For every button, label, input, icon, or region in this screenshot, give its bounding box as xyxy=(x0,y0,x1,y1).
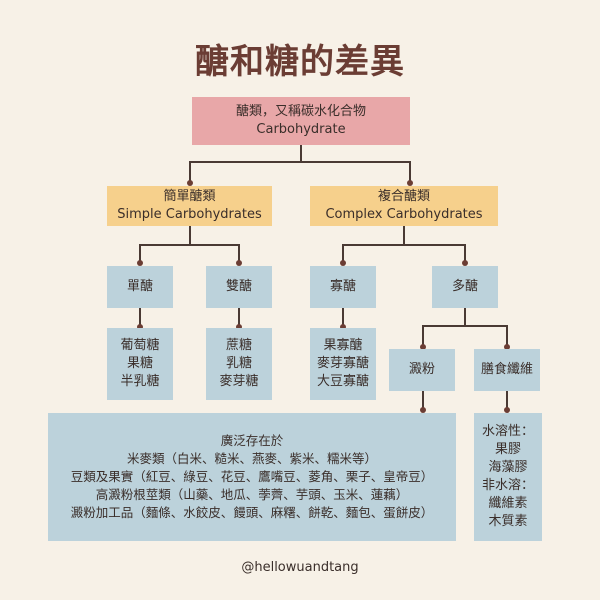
starch-detail-line: 澱粉加工品（麵條、水餃皮、饅頭、麻糬、餅乾、麵包、蛋餅皮） xyxy=(70,505,434,520)
starch-label: 澱粉 xyxy=(408,362,435,377)
fiber-detail-line: 纖維素 xyxy=(488,496,528,511)
complex-label-en: Complex Carbohydrates xyxy=(325,207,483,222)
connector-dot xyxy=(504,407,510,413)
connector-dot xyxy=(420,344,426,350)
connector xyxy=(238,244,240,263)
root-label-en: Carbohydrate xyxy=(256,122,346,137)
starch-detail-line: 高澱粉根莖類（山藥、地瓜、荸薺、芋頭、玉米、蓮藕） xyxy=(95,487,409,502)
connector-dot xyxy=(137,324,143,330)
list-item: 果寡醣 xyxy=(323,338,363,353)
list-item: 麥芽寡醣 xyxy=(316,356,369,371)
starch-detail-line: 豆類及果實（紅豆、綠豆、花豆、鷹嘴豆、菱角、栗子、皇帝豆） xyxy=(70,469,434,484)
page-title: 醣和糖的差異 xyxy=(195,42,405,82)
mono-label: 單醣 xyxy=(126,279,153,294)
connector xyxy=(189,161,191,183)
starch-detail-line: 廣泛存在於 xyxy=(220,433,284,448)
connector xyxy=(506,325,508,347)
list-item: 蔗糖 xyxy=(225,338,252,353)
fiber-detail-line: 海藻膠 xyxy=(488,460,528,475)
footer-handle: @hellowuandtang xyxy=(241,560,359,575)
root-label-zh: 醣類，又稱碳水化合物 xyxy=(235,104,366,119)
connector-dot xyxy=(407,180,413,186)
connector-dot xyxy=(420,407,426,413)
connector-dot xyxy=(236,324,242,330)
fiber-detail-line: 果膠 xyxy=(494,442,521,457)
simple-label-zh: 簡單醣類 xyxy=(163,189,216,204)
connector xyxy=(342,244,466,246)
polysaccharide-node: 多醣 xyxy=(432,266,498,308)
list-item: 乳糖 xyxy=(225,356,252,371)
starch-node: 澱粉 xyxy=(389,349,455,391)
connector xyxy=(506,391,508,410)
dietary-fiber-node: 膳食纖維 xyxy=(474,349,540,391)
fiber-detail-line: 水溶性： xyxy=(481,424,534,439)
connector xyxy=(342,308,344,327)
fiber-detail-line: 木質素 xyxy=(488,514,528,529)
connector-dot xyxy=(504,344,510,350)
connector xyxy=(139,244,240,246)
connector xyxy=(238,308,240,327)
starch-detail-line: 米麥類（白米、糙米、燕麥、紫米、糯米等） xyxy=(126,451,377,466)
disaccharide-node: 雙醣 xyxy=(206,266,272,308)
oligo-label: 寡醣 xyxy=(329,279,356,294)
connector xyxy=(409,161,411,183)
connector xyxy=(139,244,141,263)
connector xyxy=(139,308,141,327)
connector-dot xyxy=(137,260,143,266)
list-item: 果糖 xyxy=(126,356,153,371)
oligosaccharide-node: 寡醣 xyxy=(310,266,376,308)
simple-label-en: Simple Carbohydrates xyxy=(117,207,262,222)
list-item: 大豆寡醣 xyxy=(316,374,369,389)
oligo-examples: 果寡醣 麥芽寡醣 大豆寡醣 xyxy=(310,328,376,400)
fiber-details: 水溶性： 果膠 海藻膠 非水溶： 纖維素 木質素 xyxy=(474,413,542,541)
connector xyxy=(422,325,508,327)
complex-label-zh: 複合醣類 xyxy=(377,189,430,204)
di-label: 雙醣 xyxy=(225,279,252,294)
connector-dot xyxy=(236,260,242,266)
connector-dot xyxy=(340,324,346,330)
root-node: 醣類，又稱碳水化合物 Carbohydrate xyxy=(192,97,410,145)
list-item: 麥芽糖 xyxy=(219,374,259,389)
connector xyxy=(422,391,424,410)
connector-dot xyxy=(462,260,468,266)
connector xyxy=(422,325,424,347)
list-item: 葡萄糖 xyxy=(120,338,160,353)
di-examples: 蔗糖 乳糖 麥芽糖 xyxy=(206,328,272,400)
list-item: 半乳糖 xyxy=(120,374,160,389)
connector xyxy=(300,145,302,162)
complex-carbohydrates-node: 複合醣類 Complex Carbohydrates xyxy=(310,186,498,226)
mono-examples: 葡萄糖 果糖 半乳糖 xyxy=(107,328,173,400)
fiber-detail-line: 非水溶： xyxy=(481,478,534,493)
connector xyxy=(189,161,411,163)
simple-carbohydrates-node: 簡單醣類 Simple Carbohydrates xyxy=(107,186,272,226)
connector-dot xyxy=(187,180,193,186)
monosaccharide-node: 單醣 xyxy=(107,266,173,308)
fiber-label: 膳食纖維 xyxy=(480,362,533,377)
connector xyxy=(189,226,191,245)
connector xyxy=(464,308,466,326)
connector xyxy=(342,244,344,263)
connector xyxy=(403,226,405,245)
starch-details: 廣泛存在於 米麥類（白米、糙米、燕麥、紫米、糯米等） 豆類及果實（紅豆、綠豆、花… xyxy=(48,413,456,541)
connector xyxy=(464,244,466,263)
connector-dot xyxy=(340,260,346,266)
poly-label: 多醣 xyxy=(451,279,478,294)
